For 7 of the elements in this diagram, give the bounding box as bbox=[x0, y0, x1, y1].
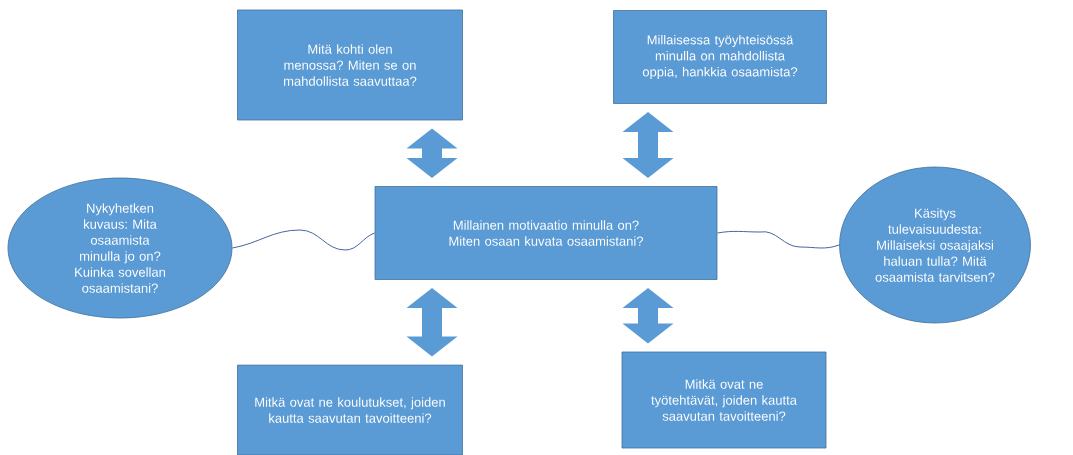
question-box: Mitä kohti olen menossa? Miten se on mahdollista saavuttaa? bbox=[237, 9, 463, 121]
question-box: Millaisessa työyhteisössä minulla on mahdollista oppia, hankkia osaamista? bbox=[613, 10, 827, 104]
question-box: Millainen motivaatio minulla on? Miten osaan kuvata osaamistani? bbox=[374, 186, 718, 280]
question-box: Mitkä ovat ne työtehtävät, joiden kautta saavutan tavoitteeni? bbox=[621, 351, 827, 449]
wavy-line bbox=[716, 230, 840, 249]
question-box: Mitkä ovat ne koulutukset, joiden kautta saavutan tavoitteeni? bbox=[237, 364, 463, 455]
wavy-line bbox=[231, 229, 376, 251]
